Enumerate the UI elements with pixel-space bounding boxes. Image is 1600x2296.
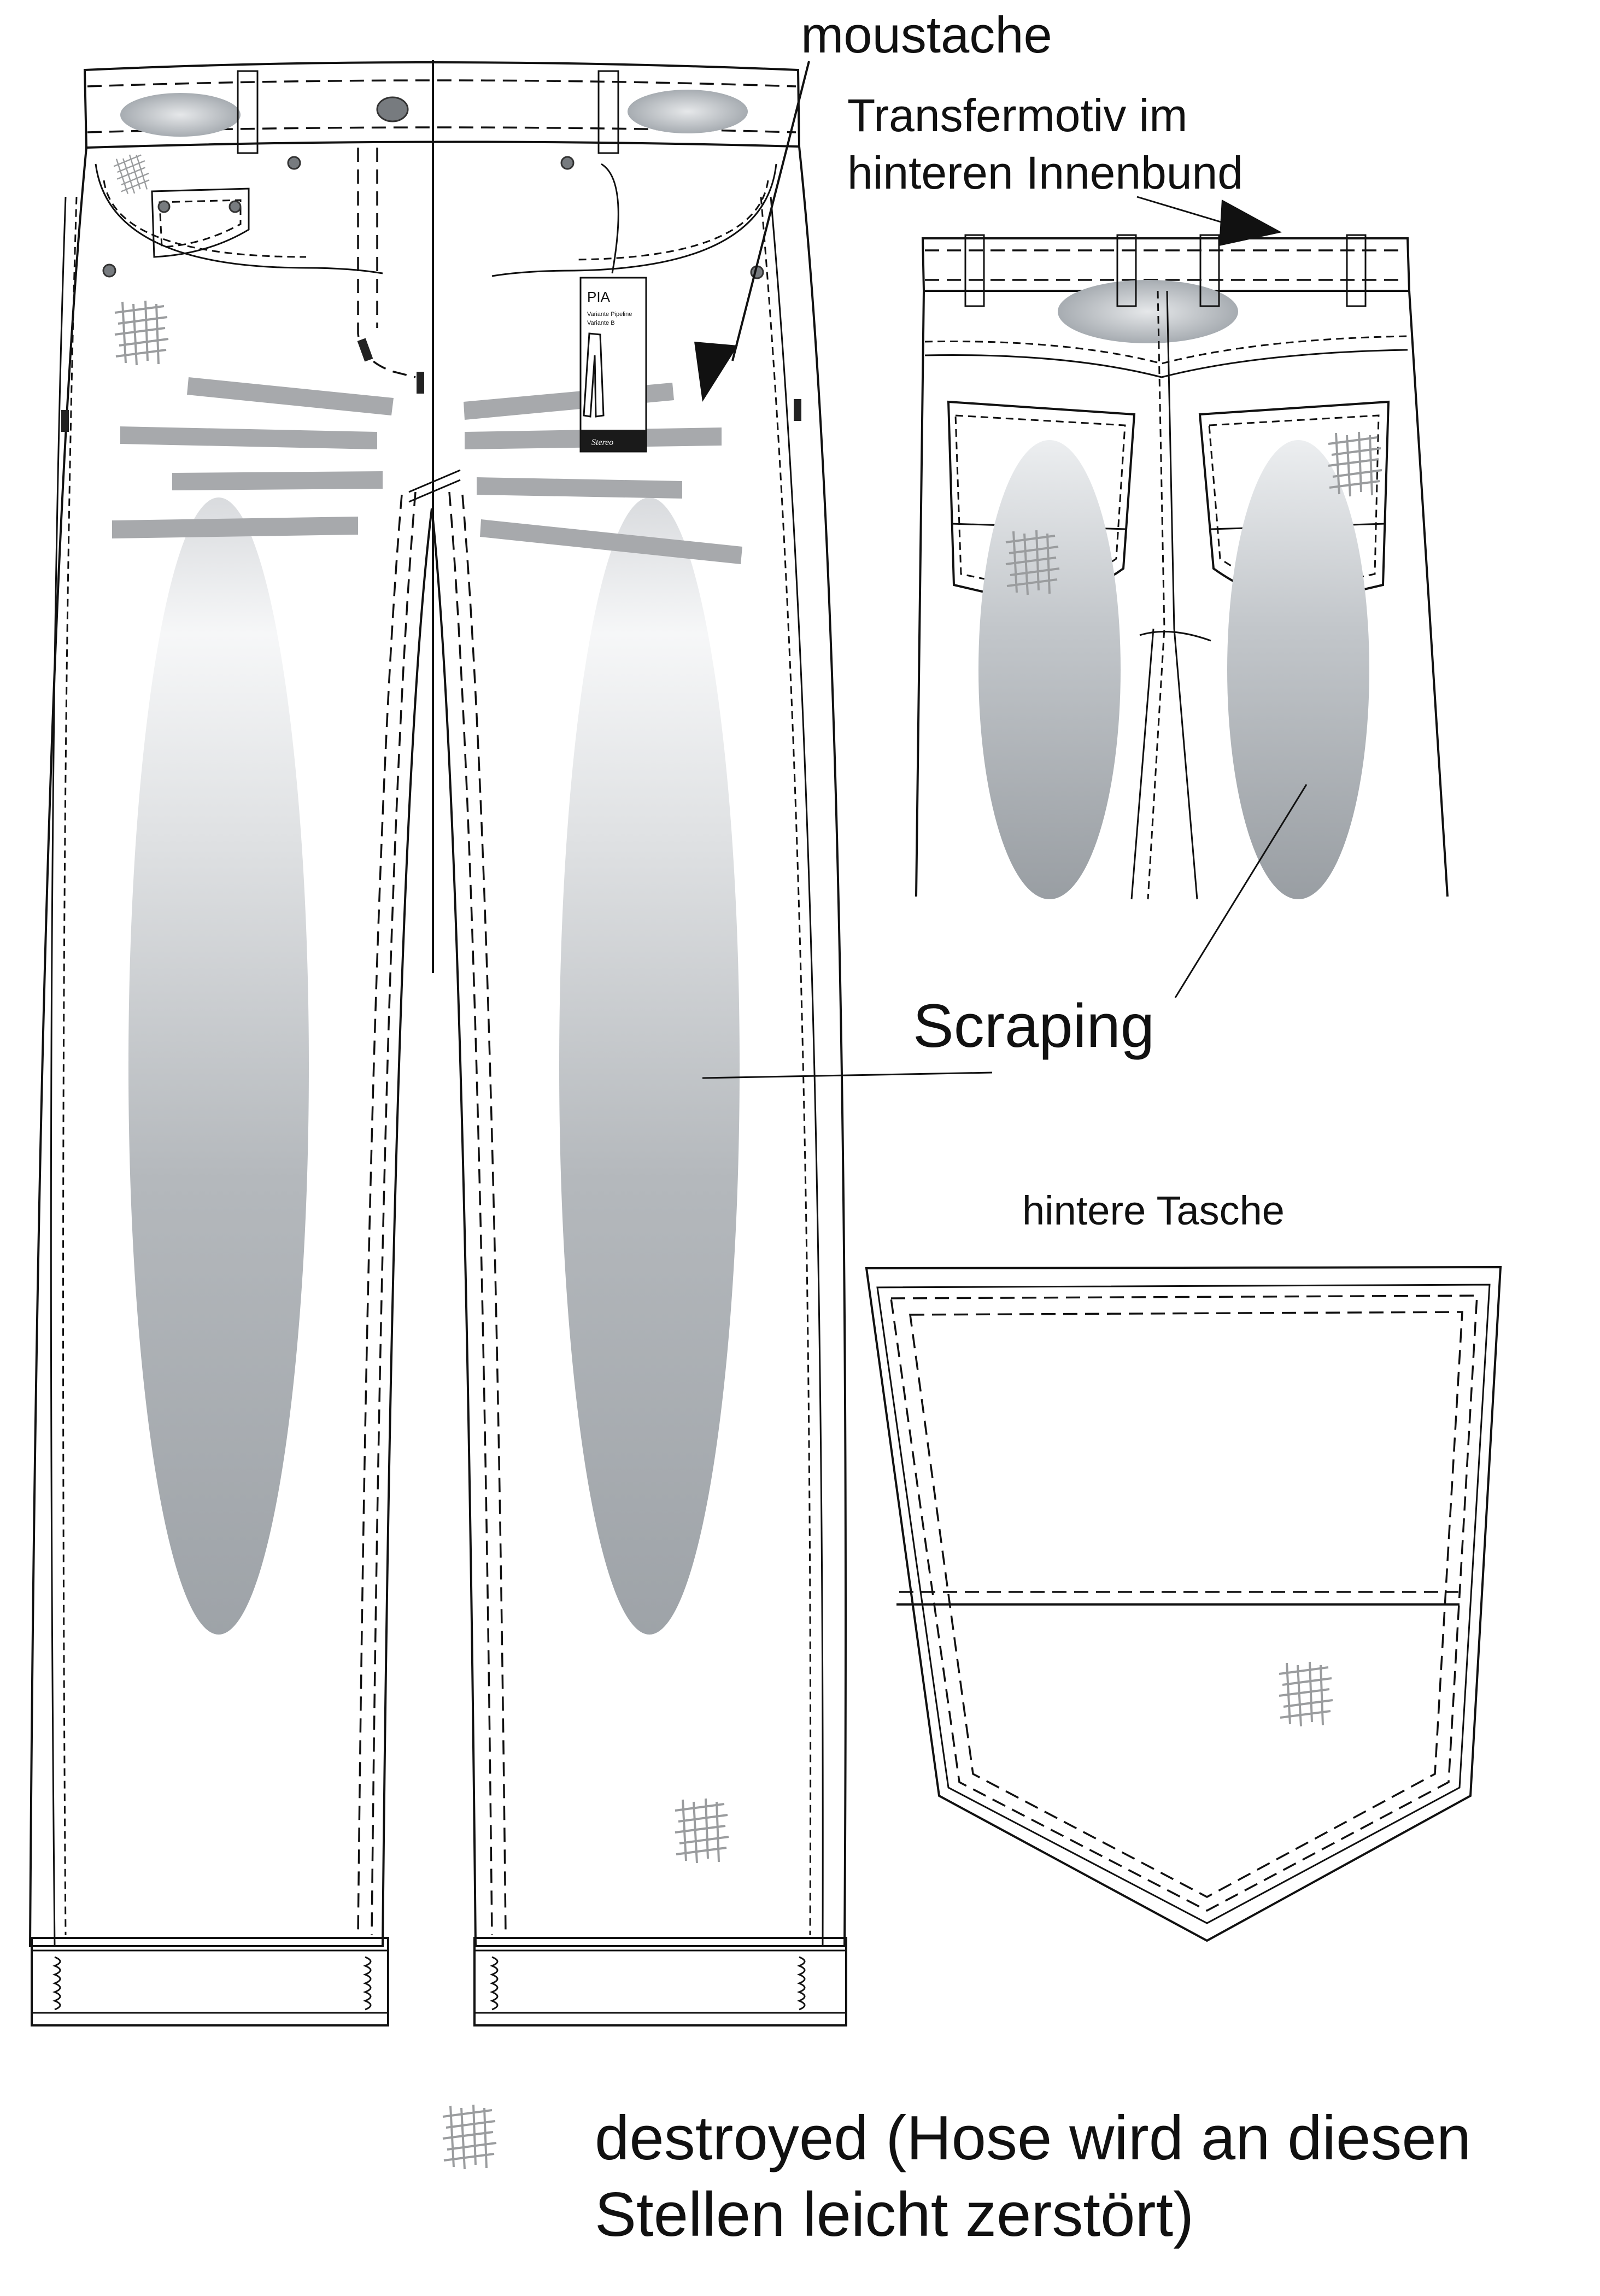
waistband-wash-left: [120, 93, 241, 137]
label-transfer-line2: hinteren Innenbund: [847, 147, 1243, 198]
legend: destroyed (Hose wird an diesen Stellen l…: [442, 2104, 1471, 2250]
scraping-wash-left-knee: [128, 497, 309, 1635]
moustache-whiskers: [112, 377, 742, 564]
label-back-pocket: hintere Tasche: [1022, 1188, 1285, 1233]
left-leg-outline: [28, 147, 433, 1947]
back-pocket-detail: [865, 1266, 1502, 1942]
moustache-arrowhead: [694, 342, 738, 402]
waistband-wash-right: [628, 90, 748, 133]
right-leg-outline: [431, 146, 847, 1947]
destroyed-mark-front-hem: [674, 1797, 730, 1864]
legend-line1: destroyed (Hose wird an diesen: [595, 2104, 1471, 2173]
scraping-wash-right-knee: [559, 497, 740, 1635]
back-view-jeans: [915, 234, 1449, 900]
annotations: moustache Transfermotiv im hinteren Inne…: [694, 6, 1308, 1233]
coin-pocket: [151, 188, 250, 258]
label-moustache: moustache: [801, 6, 1052, 63]
destroyed-mark-coin-pocket: [111, 150, 154, 198]
scraping-wash-back-left: [978, 440, 1121, 899]
label-transfer-line1: Transfermotiv im: [847, 90, 1187, 141]
hangtag: PIA Variante Pipeline Variante B Stereo: [579, 163, 647, 453]
legend-destroyed-icon: [442, 2104, 497, 2170]
front-button: [376, 96, 409, 122]
back-yoke-wash: [1058, 280, 1238, 343]
hangtag-title: PIA: [587, 289, 611, 305]
transfer-arrowhead: [1219, 200, 1282, 246]
hangtag-line1: Variante Pipeline: [587, 311, 632, 318]
scraping-wash-back-right: [1227, 440, 1369, 899]
legend-line2: Stellen leicht zerstört): [595, 2180, 1194, 2250]
hangtag-brand: Stereo: [591, 438, 613, 447]
belt-loop-right: [597, 70, 619, 154]
front-view-jeans: PIA Variante Pipeline Variante B Stereo: [28, 60, 847, 2026]
belt-loop-left: [237, 70, 259, 154]
label-scraping: Scraping: [913, 992, 1154, 1060]
hangtag-line2: Variante B: [587, 320, 615, 326]
destroyed-mark-back-pocket-right: [1327, 431, 1383, 497]
destroyed-mark-front-hip: [114, 300, 169, 366]
destroyed-mark-pocket-detail: [1278, 1661, 1334, 1727]
front-cuffs: [31, 1937, 847, 2026]
pocket-detail-outline: [865, 1266, 1502, 1942]
